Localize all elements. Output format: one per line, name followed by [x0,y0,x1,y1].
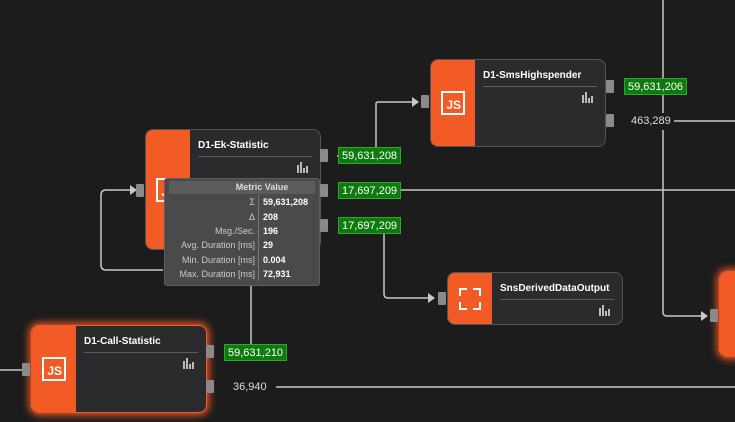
input-port[interactable] [710,309,718,322]
input-port[interactable] [136,184,144,197]
tooltip-header: Metric Value [169,181,315,194]
node-sms-highspender[interactable]: JS D1-SmsHighspender [430,59,606,147]
node-call-statistic[interactable]: JS D1-Call-Statistic [31,325,207,413]
scan-icon [459,287,481,310]
input-port[interactable] [22,363,30,376]
output-port[interactable] [320,219,328,232]
tooltip-row: Avg. Duration [ms]29 [181,240,274,250]
tooltip-row: Max. Duration [ms]72,931 [179,269,291,279]
statistics-icon[interactable] [183,358,196,369]
message-count: 59,631,208 [338,147,402,164]
output-port[interactable] [320,149,328,162]
message-count: 17,697,209 [338,182,402,199]
statistics-icon[interactable] [297,162,310,173]
tooltip-row: Msg./Sec.196 [214,226,279,236]
tooltip-row: Min. Duration [ms]0.004 [181,255,286,265]
statistics-icon[interactable] [599,305,612,316]
output-port[interactable] [320,184,328,197]
message-count: 17,697,209 [338,217,402,234]
message-count: 463,289 [628,113,674,130]
node-title: D1-Ek-Statistic [198,140,269,151]
node-partial-right[interactable] [719,271,735,357]
output-port[interactable] [606,80,614,93]
output-port[interactable] [206,380,214,393]
message-count: 59,631,206 [624,78,688,95]
output-port[interactable] [206,345,214,358]
output-port[interactable] [606,114,614,127]
statistics-icon[interactable] [582,92,595,103]
input-port[interactable] [438,292,446,305]
node-sns-derived-data-output[interactable]: SnsDerivedDataOutput [447,272,623,325]
js-icon: JS [42,357,66,381]
node-title: D1-Call-Statistic [84,336,161,347]
message-count: 59,631,210 [224,344,288,361]
node-title: D1-SmsHighspender [483,70,582,81]
node-title: SnsDerivedDataOutput [500,283,610,294]
message-count: 36,940 [230,379,270,396]
js-icon: JS [441,91,465,115]
input-port[interactable] [421,95,429,108]
